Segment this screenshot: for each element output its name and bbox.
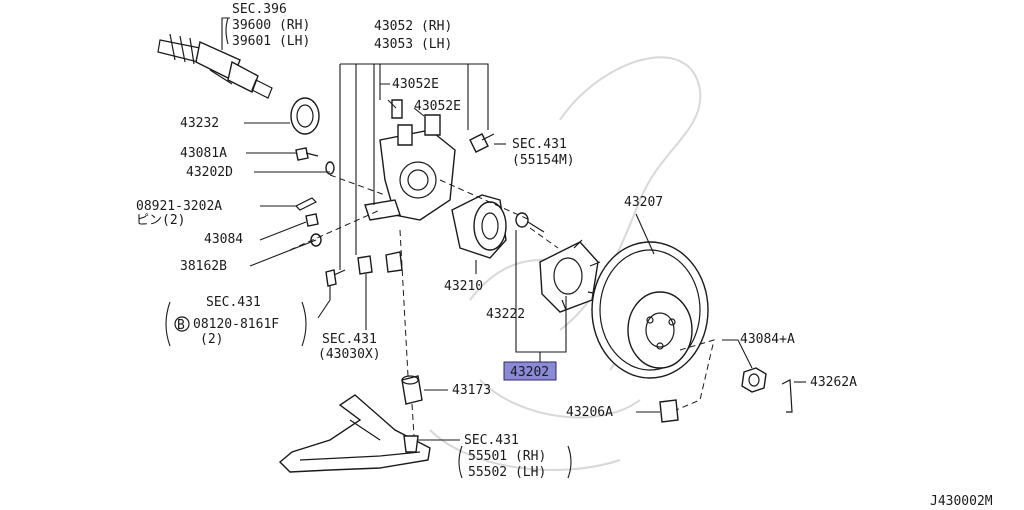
label-43030x: (43030X) — [318, 347, 381, 362]
label-39601: 39601 (LH) — [232, 34, 310, 49]
bracket-sec431-d — [458, 445, 463, 479]
label-43210: 43210 — [444, 279, 483, 294]
label-43202: 43202 — [510, 365, 549, 380]
label-43206a: 43206A — [566, 405, 613, 420]
label-sec431-c: SEC.431 — [322, 332, 377, 347]
bracket-right — [301, 301, 307, 347]
label-43207: 43207 — [624, 195, 663, 210]
label-sec431-a: SEC.431 — [512, 137, 567, 152]
bracket-sec396 — [225, 17, 229, 45]
bolt-mark-circle — [174, 316, 190, 332]
drive-shaft — [157, 33, 273, 99]
label-38162b: 38162B — [180, 259, 227, 274]
label-43202d: 43202D — [186, 165, 233, 180]
highlight-43202 — [503, 361, 557, 381]
fasteners-left — [294, 147, 403, 287]
axle-hub-43202 — [539, 239, 601, 313]
label-43262a: 43262A — [810, 375, 857, 390]
leader-lines — [221, 17, 806, 441]
label-08120: 08120-8161F — [193, 317, 279, 332]
knuckle — [364, 99, 456, 221]
label-55501: 55501 (RH) — [468, 449, 546, 464]
label-sec431-b: SEC.431 — [206, 295, 261, 310]
label-43052e-a: 43052E — [392, 77, 439, 92]
bracket-left — [165, 301, 171, 347]
hub-bolt-43222 — [469, 133, 545, 233]
lower-arm — [278, 394, 431, 473]
label-39600: 39600 (RH) — [232, 18, 310, 33]
label-qty2: (2) — [200, 332, 223, 347]
hub-bearing-43210 — [451, 194, 507, 259]
small-parts-right — [659, 367, 793, 423]
label-55502: 55502 (LH) — [468, 465, 546, 480]
label-sec396: SEC.396 — [232, 2, 287, 17]
label-sec431-d: SEC.431 — [464, 433, 519, 448]
label-43232: 43232 — [180, 116, 219, 131]
label-43173: 43173 — [452, 383, 491, 398]
seal-43232 — [290, 97, 320, 135]
label-43084: 43084 — [204, 232, 243, 247]
label-55154m: (55154M) — [512, 153, 575, 168]
diagram-code: J430002M — [930, 494, 993, 509]
part-labels: SEC.396 39600 (RH) 39601 (LH) 43052 (RH)… — [136, 2, 993, 509]
label-43053: 43053 (LH) — [374, 37, 452, 52]
label-08120-mark: B — [177, 318, 185, 333]
label-43222: 43222 — [486, 307, 525, 322]
assembly-dash-lines — [289, 174, 715, 437]
bushing-43173 — [401, 375, 423, 405]
label-43052: 43052 (RH) — [374, 19, 452, 34]
label-08921: 08921-3202A — [136, 199, 222, 214]
label-43052e-b: 43052E — [414, 99, 461, 114]
label-43081a: 43081A — [180, 146, 227, 161]
bracket-sec431-d-right — [567, 445, 572, 479]
label-43084a: 43084+A — [740, 332, 795, 347]
label-pin2: ピン(2) — [136, 213, 185, 228]
brake-disc-43207 — [591, 241, 709, 379]
